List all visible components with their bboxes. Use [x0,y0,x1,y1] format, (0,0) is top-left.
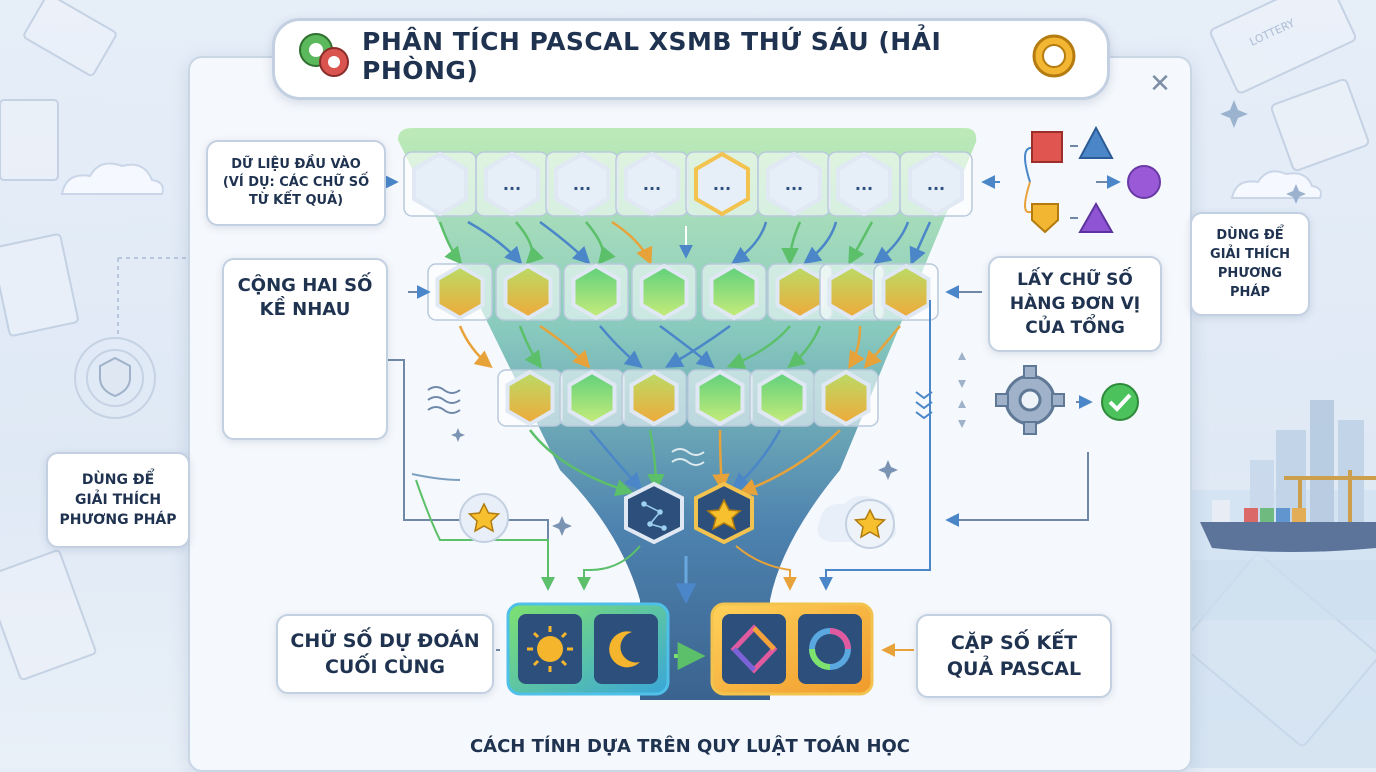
explain-left-callout: DÙNG ĐỂ GIẢI THÍCH PHƯƠNG PHÁP [46,452,190,548]
sum-row-2 [497,369,879,427]
sum1-hex-4 [709,263,759,321]
star-icon [706,498,742,531]
input-hex-3-label: ... [643,175,661,194]
input-data-callout: DỮ LIỆU ĐẦU VÀO (VÍ DỤ: CÁC CHỮ SỐ TỪ KẾ… [206,140,386,226]
input-hex-6 [836,151,892,217]
hex-ring-icon [809,628,851,670]
constellation-icon [641,501,667,531]
check-circle-icon [1101,383,1139,421]
sum2-hex-3 [695,369,745,427]
input-row: ..................... [403,151,973,217]
pascal-pair-callout: CẶP SỐ KẾT QUẢ PASCAL [916,614,1112,698]
sum2-hex-0 [505,369,555,427]
input-hex-4 [694,151,750,217]
cloud-decor [60,162,164,195]
input-hex-2 [554,151,610,217]
final-digit-callout: CHỮ SỐ DỰ ĐOÁN CUỐI CÙNG [276,614,494,694]
ticket-decor [1270,78,1370,172]
ticket-decor [23,0,117,77]
sum1-hex-6 [827,263,877,321]
gear-icon [995,365,1065,435]
shield-icon [99,356,131,398]
sum2-hex-1 [567,369,617,427]
sun-icon [527,626,573,672]
input-hex-1-label: ... [503,175,521,194]
circle-icon [1127,165,1161,199]
final-hex-pair [624,481,754,545]
ship-decor [1200,522,1376,552]
pascal-pair-box [710,602,874,696]
star-badge-right [817,495,897,549]
sum2-hex-2 [629,369,679,427]
final-digit-box [506,602,670,696]
square-icon [1031,131,1063,163]
input-hex-7-label: ... [927,175,945,194]
sum2-hex-5 [821,369,871,427]
sparkle-decor [1286,184,1306,204]
sparkle-icon [451,428,465,442]
wave-icon [427,386,461,414]
star-icon [853,508,887,539]
sparkle-icon [552,516,572,536]
title-bar [272,18,1110,100]
input-hex-3 [624,151,680,217]
input-hex-6-label: ... [855,175,873,194]
input-hex-2-label: ... [573,175,591,194]
shield-shape-icon [1031,203,1059,234]
triangle-purple-icon [1078,201,1114,233]
sparkle-icon [878,460,898,480]
unit-digit-callout: LẤY CHỮ SỐ HÀNG ĐƠN VỊ CỦA TỔNG [988,256,1162,352]
input-hex-1 [484,151,540,217]
add-adjacent-callout: CỘNG HAI SỐ KỀ NHAU [222,258,388,440]
sum-row-1 [427,263,939,321]
shape-flow [1024,125,1161,234]
sparkle-decor [1220,100,1248,128]
network-hex-icon [624,481,684,545]
close-icon[interactable]: ✕ [1149,69,1171,99]
explain-right-callout: DÙNG ĐỂ GIẢI THÍCH PHƯƠNG PHÁP [1190,212,1310,316]
input-hex-0 [412,151,468,217]
ticket-decor [0,233,79,337]
diamond-icon [730,624,778,674]
footer-caption: CÁCH TÍNH DỰA TRÊN QUY LUẬT TOÁN HỌC [469,736,911,757]
wave-icon [671,448,705,466]
sum1-hex-7 [881,263,931,321]
ticket-decor [0,549,97,681]
sum1-hex-2 [571,263,621,321]
sum1-hex-5 [775,263,825,321]
building-decor [1310,400,1334,530]
sum2-hex-4 [757,369,807,427]
triangle-icon [1078,125,1114,159]
chart-card-decor [0,99,59,181]
moon-icon [609,631,640,668]
sum1-hex-3 [639,263,689,321]
lottery-ticket-decor [1209,0,1357,94]
chevrons-icon [915,391,933,420]
sum1-hex-1 [503,263,553,321]
input-hex-7 [908,151,964,217]
star-icon [467,502,501,533]
lottery-balls-icon [299,33,349,77]
gold-ball-icon [1032,34,1076,78]
star-badge-left [459,493,509,543]
input-hex-5-label: ... [785,175,803,194]
input-hex-4-label: ... [713,175,731,194]
input-hex-5 [766,151,822,217]
sum1-hex-0 [435,263,485,321]
